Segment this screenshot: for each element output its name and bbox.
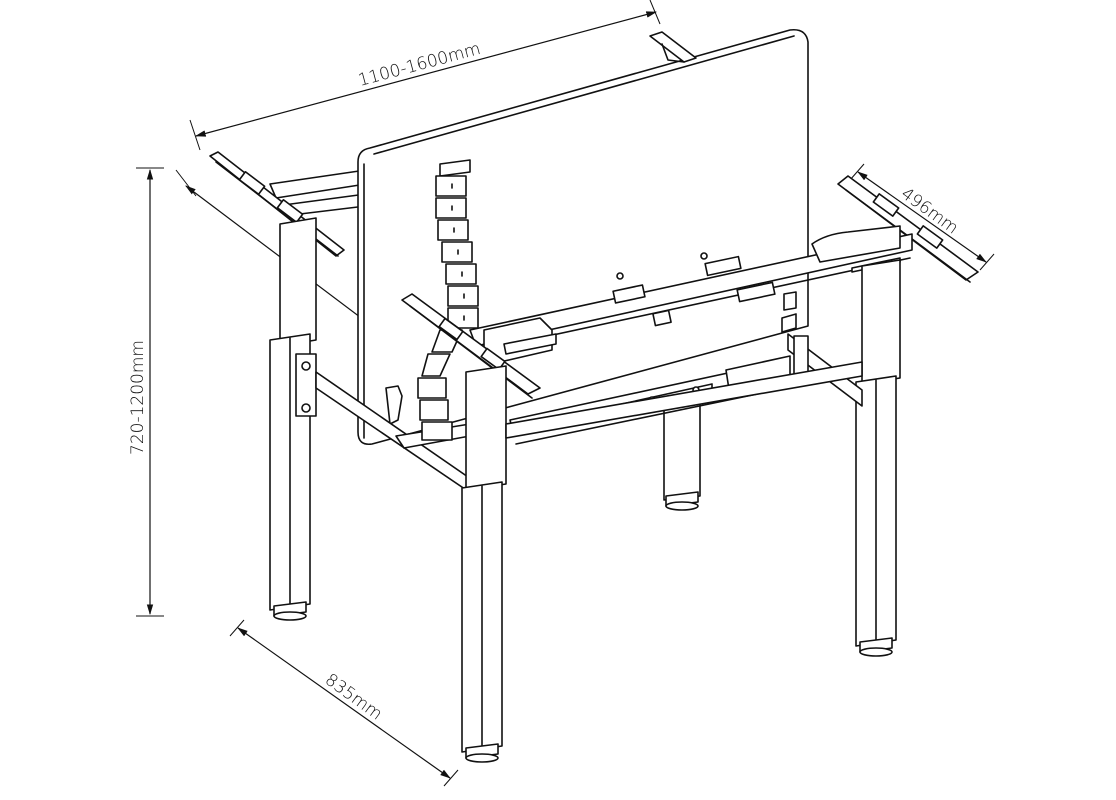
dimension-width-label: 1100-1600mm [356,39,483,91]
rear-top-bracket [649,31,697,63]
left-top-bracket [209,151,345,257]
control-box [483,317,557,363]
right-top-bracket [837,175,979,283]
top-cross-rail [469,225,913,353]
dimension-foot-depth: 835mm [229,619,459,787]
right-front-leg [855,259,901,657]
top-rail-back [269,169,367,215]
left-front-leg [269,217,317,621]
dimension-height-label: 720-1200mm [128,340,148,455]
cable-spine [417,159,479,441]
dimension-height: 720-1200mm [128,167,164,617]
dimension-foot-depth-label: 835mm [321,670,386,725]
front-lower-stretcher [505,361,863,439]
center-front-leg [461,365,507,763]
